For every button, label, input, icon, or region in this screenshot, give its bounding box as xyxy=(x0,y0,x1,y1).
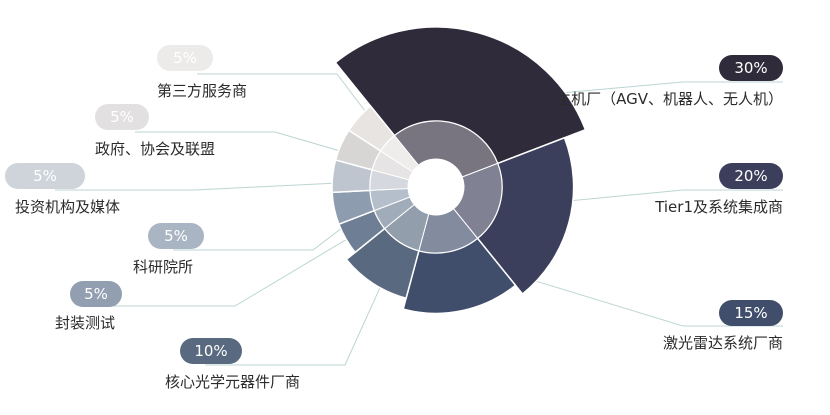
category-label: 第三方服务商 xyxy=(157,82,247,100)
connector-line xyxy=(95,215,387,307)
center-hole xyxy=(408,159,464,215)
category-label: 主机厂（AGV、机器人、无人机） xyxy=(556,90,783,108)
category-label: 政府、协会及联盟 xyxy=(95,140,215,158)
connector-line xyxy=(55,180,380,191)
rose-sectors xyxy=(331,26,587,315)
value-label: 30% xyxy=(734,59,767,77)
category-label: 封装测试 xyxy=(55,314,115,332)
value-pill xyxy=(180,338,242,364)
value-label: 5% xyxy=(110,108,134,126)
value-label: 5% xyxy=(33,167,57,185)
category-label: 核心光学元器件厂商 xyxy=(165,373,300,391)
value-label: 5% xyxy=(164,227,188,245)
value-pill xyxy=(719,300,783,326)
category-label: 投资机构及媒体 xyxy=(15,198,120,216)
value-label: 10% xyxy=(194,342,227,360)
value-pill xyxy=(5,163,85,189)
value-pill xyxy=(70,281,122,307)
inner-ring xyxy=(369,120,503,254)
value-pill xyxy=(719,55,783,81)
category-label: Tier1及系统集成商 xyxy=(654,198,783,216)
value-label: 5% xyxy=(84,285,108,303)
slice-labels: 30% 主机厂（AGV、机器人、无人机） 20% Tier1及系统集成商 15% 激光雷达… xyxy=(5,45,783,391)
value-pill xyxy=(95,104,149,130)
value-label: 15% xyxy=(734,304,767,322)
value-label: 20% xyxy=(734,167,767,185)
value-pill xyxy=(719,163,783,189)
category-label: 科研院所 xyxy=(133,258,193,276)
value-pill xyxy=(157,45,213,71)
category-label: 激光雷达系统厂商 xyxy=(663,334,783,352)
value-label: 5% xyxy=(173,49,197,67)
value-pill xyxy=(148,223,204,249)
